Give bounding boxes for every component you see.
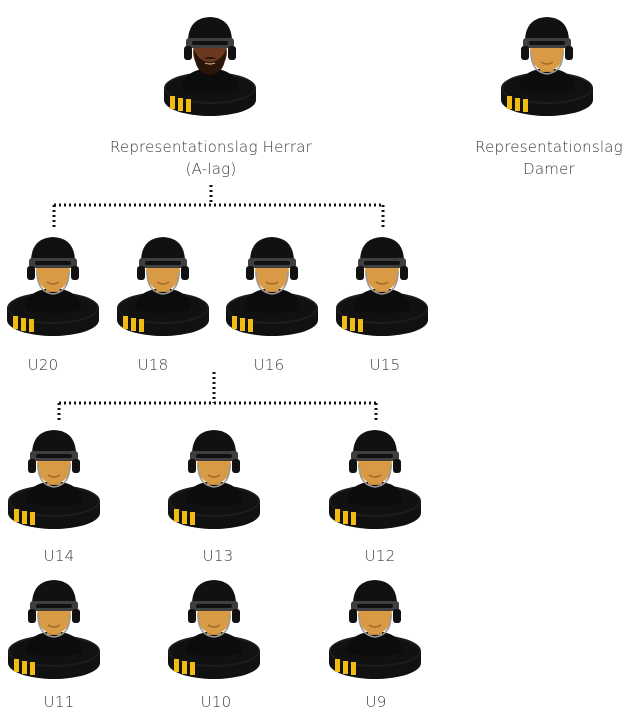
hockey-player-icon (497, 12, 597, 122)
team-label-line1: Representationslag Herrar (109, 138, 313, 156)
team-label-u18[interactable]: U18 (137, 356, 169, 374)
team-label-u16[interactable]: U16 (253, 356, 285, 374)
hockey-player-icon (325, 425, 425, 535)
team-label-u10[interactable]: U10 (200, 693, 232, 711)
hockey-player-icon (332, 232, 432, 342)
hockey-player-icon (4, 425, 104, 535)
team-label-u12[interactable]: U12 (364, 547, 396, 565)
team-label-u14[interactable]: U14 (43, 547, 75, 565)
hockey-player-icon (3, 232, 103, 342)
team-label-mens-national[interactable]: Representationslag Herrar (A-lag) (95, 136, 327, 180)
hockey-player-icon (113, 232, 213, 342)
hockey-player-icon (325, 575, 425, 685)
hockey-player-icon (4, 575, 104, 685)
team-label-line2: (A-lag) (185, 160, 237, 178)
team-label-u11[interactable]: U11 (43, 693, 75, 711)
hockey-player-icon (222, 232, 322, 342)
team-label-line1: Representationslag (475, 138, 623, 156)
hockey-player-icon (164, 575, 264, 685)
team-label-u20[interactable]: U20 (27, 356, 59, 374)
hockey-player-icon (164, 425, 264, 535)
team-label-line2: Damer (523, 160, 575, 178)
team-label-u15[interactable]: U15 (369, 356, 401, 374)
team-label-u9[interactable]: U9 (365, 693, 387, 711)
team-label-womens-national[interactable]: Representationslag Damer (466, 136, 632, 180)
team-label-u13[interactable]: U13 (202, 547, 234, 565)
hockey-player-bearded-icon (160, 12, 260, 122)
